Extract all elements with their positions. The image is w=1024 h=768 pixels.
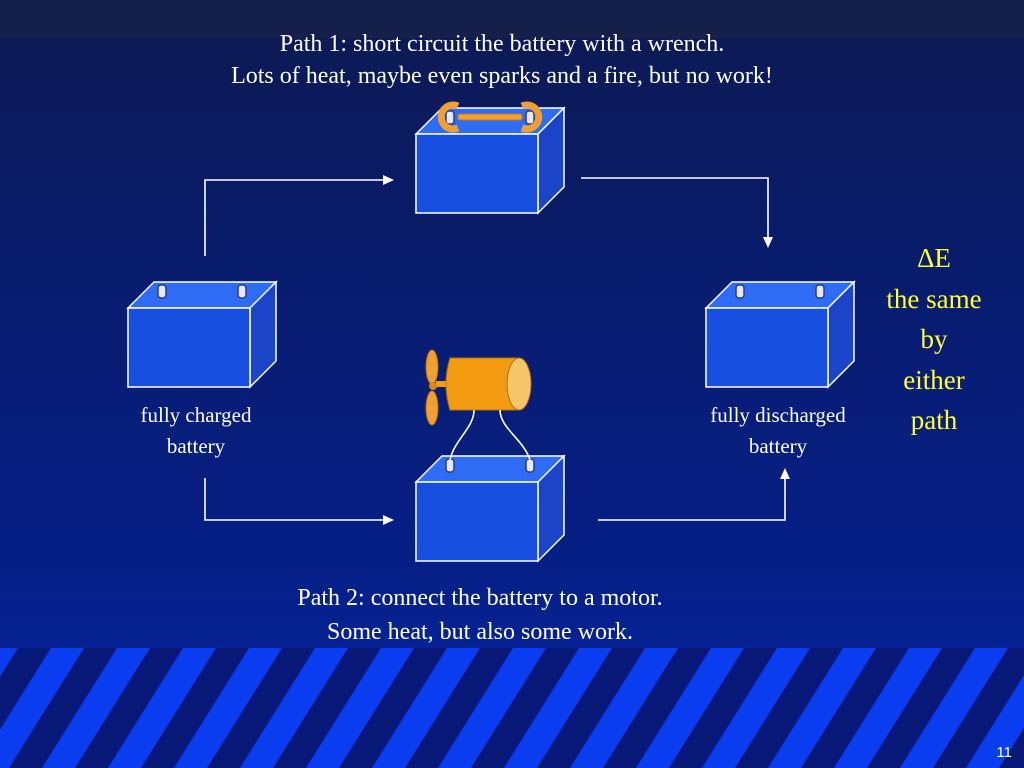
- delta-e-note: ΔE the same by either path: [862, 238, 1006, 441]
- path1-line2: Lots of heat, maybe even sparks and a fi…: [231, 63, 773, 89]
- discharged-battery-label: fully discharged battery: [676, 400, 880, 462]
- wrench-icon: [437, 101, 543, 133]
- delta-note-line3: either: [903, 364, 965, 395]
- path2-line2: Some heat, but also some work.: [327, 619, 633, 645]
- motor-icon: [436, 357, 532, 411]
- delta-note-line4: path: [910, 405, 958, 435]
- motor-battery-icon: [415, 455, 565, 562]
- delta-e-symbol: ΔE: [917, 243, 951, 273]
- arrow-path1-to-discharged: [581, 177, 769, 238]
- charged-label-line2: battery: [166, 434, 226, 458]
- delta-note-line1: the same: [886, 283, 982, 314]
- path2-caption: Path 2: connect the battery to a motor. …: [180, 581, 780, 649]
- page-number: 11: [996, 744, 1012, 761]
- charged-battery-label: fully charged battery: [96, 400, 296, 462]
- charged-battery-icon: [127, 281, 277, 388]
- arrow-charged-to-path1: [204, 179, 384, 256]
- path2-line1: Path 2: connect the battery to a motor.: [297, 585, 663, 611]
- propeller-icon: [425, 349, 439, 426]
- arrow-path2-to-discharged: [598, 478, 786, 521]
- motor-wires: [449, 409, 531, 461]
- arrow-charged-to-path2: [204, 478, 384, 521]
- discharged-label-line2: battery: [748, 434, 808, 458]
- path1-line1: Path 1: short circuit the battery with a…: [279, 31, 725, 57]
- striped-footer-band: [0, 648, 1024, 768]
- title-bar: [0, 0, 1024, 38]
- path1-caption: Path 1: short circuit the battery with a…: [150, 28, 854, 92]
- discharged-battery-icon: [705, 281, 855, 388]
- discharged-label-line1: fully discharged: [710, 403, 846, 427]
- delta-note-line2: by: [920, 324, 948, 354]
- short-circuit-battery-icon: [415, 107, 565, 214]
- charged-label-line1: fully charged: [140, 403, 252, 427]
